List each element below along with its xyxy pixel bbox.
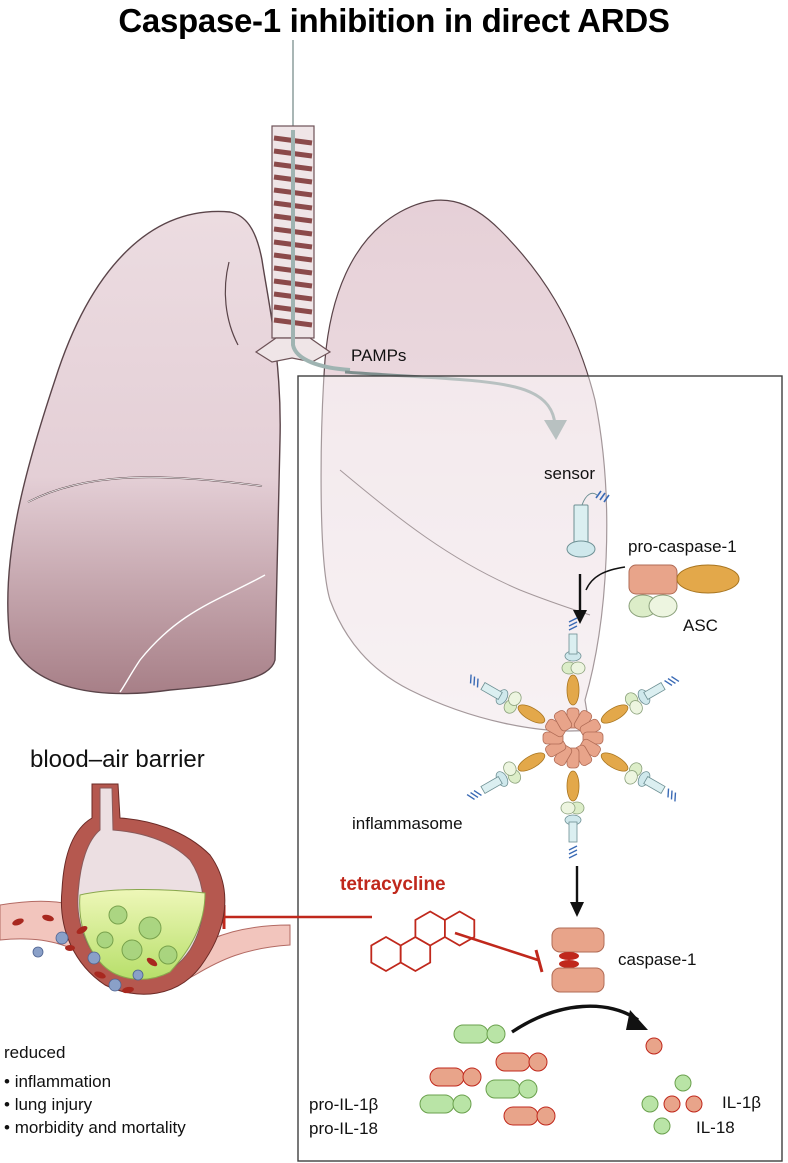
caspase-label: caspase-1 [618, 950, 697, 969]
outcome-item: lung injury [4, 1093, 186, 1116]
caspase-1-icon [551, 927, 605, 993]
figure-title: Caspase-1 inhibition in direct ARDS [118, 2, 670, 39]
inset-panel [297, 375, 783, 1162]
inflammasome-spoke [579, 738, 677, 802]
inflammasome-label: inflammasome [352, 814, 463, 833]
outcome-item: morbidity and mortality [4, 1116, 186, 1139]
tetracycline-structure-icon [370, 910, 476, 973]
maturation-arrowhead [626, 1010, 648, 1030]
il18-label: IL-18 [696, 1118, 735, 1137]
outcomes-list: inflammation lung injury morbidity and m… [4, 1070, 186, 1139]
left-lung [7, 210, 281, 695]
inflammasome-spoke [553, 710, 573, 732]
inflammasome-spoke [466, 738, 567, 801]
pro-caspase-label: pro-caspase-1 [628, 537, 737, 556]
pamps-label: PAMPs [351, 346, 407, 365]
reduced-label: reduced [4, 1043, 66, 1062]
pro-il18-label: pro-IL-18 [309, 1119, 378, 1138]
il1b-label: IL-1β [722, 1093, 762, 1112]
asc-label: ASC [683, 616, 718, 635]
tetracycline-label: tetracycline [340, 874, 446, 895]
inflammasome-spoke [469, 674, 567, 738]
asc-icon [628, 594, 678, 618]
sensor-label: sensor [544, 464, 596, 483]
arrowhead-caspase [570, 902, 584, 917]
pro-cytokines-group [419, 1024, 556, 1126]
tetracycline-ring [370, 935, 402, 973]
trachea [254, 40, 351, 372]
right-lung [320, 199, 608, 732]
mature-cytokines-group [641, 1037, 703, 1135]
maturation-arrow [511, 1004, 639, 1034]
outcome-item: inflammation [4, 1070, 186, 1093]
pro-caspase-icon [628, 564, 740, 595]
sensor-icon [566, 490, 610, 558]
tetracycline-ring [414, 910, 446, 947]
barrier-label: blood–air barrier [30, 746, 205, 773]
pamps-arrowhead [544, 420, 567, 440]
alveolus-illustration [0, 783, 291, 995]
inhibit-caspase-bar [534, 949, 544, 973]
tetracycline-ring [444, 910, 476, 947]
pro-il1b-label: pro-IL-1β [309, 1095, 379, 1114]
inhibit-caspase-line [454, 931, 539, 962]
arrowhead-inflammasome [573, 610, 587, 624]
inflammasome-spoke [561, 617, 586, 729]
inflammasome-icon [466, 617, 680, 859]
recruit-curve [585, 566, 626, 591]
